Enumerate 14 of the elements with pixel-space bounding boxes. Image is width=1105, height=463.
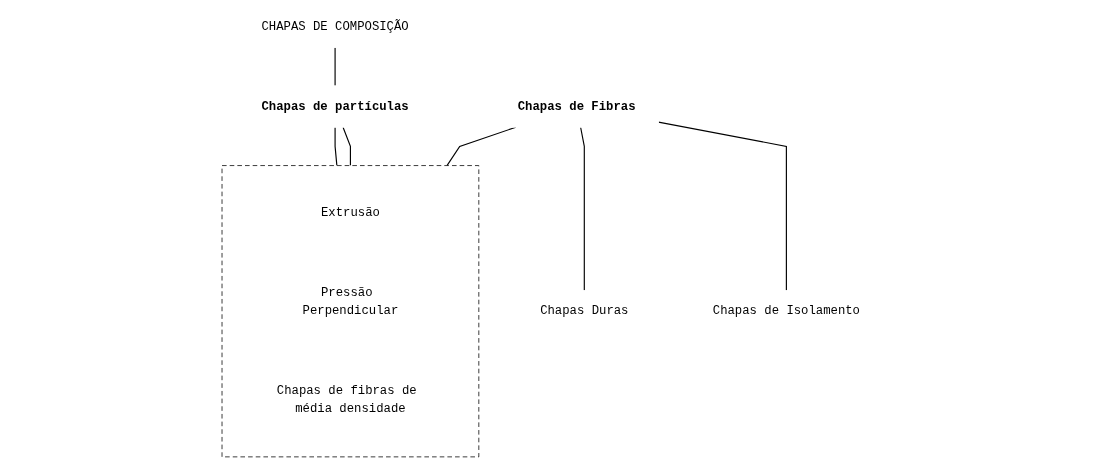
- node-text: Chapas Duras: [540, 304, 629, 319]
- connector: [334, 46, 336, 87]
- node-text: Chapas de Fibras: [517, 99, 636, 114]
- connector: [580, 126, 585, 292]
- connector: [334, 126, 338, 167]
- node-text: CHAPAS DE COMPOSIÇÃO: [261, 19, 409, 34]
- node-text: Extrusão: [320, 206, 380, 220]
- node-text: Pressão Perpendicular: [302, 285, 399, 319]
- connector: [342, 126, 351, 167]
- node-text: Chapas de fibras de média densidade: [276, 384, 417, 417]
- node-text: Chapas de partículas: [261, 99, 409, 114]
- cluster: [221, 165, 480, 458]
- node-text: Chapas de Isolamento: [712, 304, 860, 319]
- connector: [657, 121, 787, 292]
